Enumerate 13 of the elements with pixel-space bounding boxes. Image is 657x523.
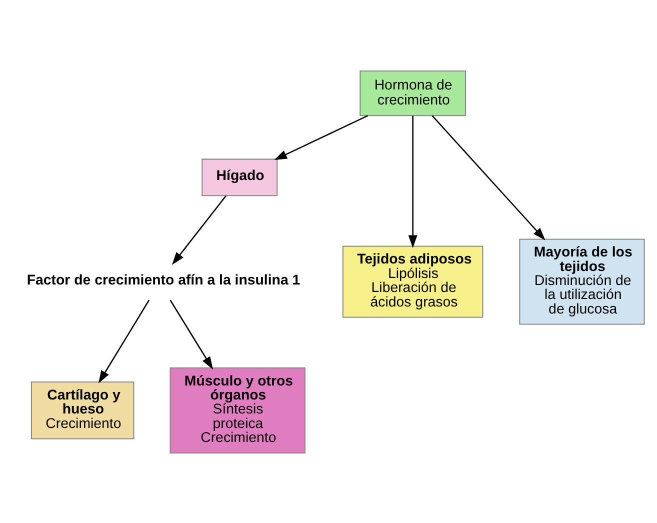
arrow — [432, 114, 546, 240]
node-box: Hormona de crecimiento — [360, 70, 466, 116]
node-text: Factor de crecimiento afín a la insulina 1 — [26, 272, 300, 288]
arrow — [274, 114, 368, 160]
arrow — [170, 299, 213, 369]
node-box: Hígado — [202, 158, 278, 196]
node-box: Tejidos adiposos Lipólisis Liberación de ácidos grasos — [342, 245, 484, 318]
node-box: Mayoría de los tejidos Disminución de la utilización de glucosa — [519, 238, 645, 324]
node-box: Músculo y otros órganos Síntesis proteica Crecimiento — [170, 366, 306, 453]
arrow — [408, 115, 418, 248]
node-box: Cartílago y hueso Crecimiento — [30, 381, 134, 439]
arrow — [172, 194, 227, 264]
arrow — [98, 299, 150, 383]
